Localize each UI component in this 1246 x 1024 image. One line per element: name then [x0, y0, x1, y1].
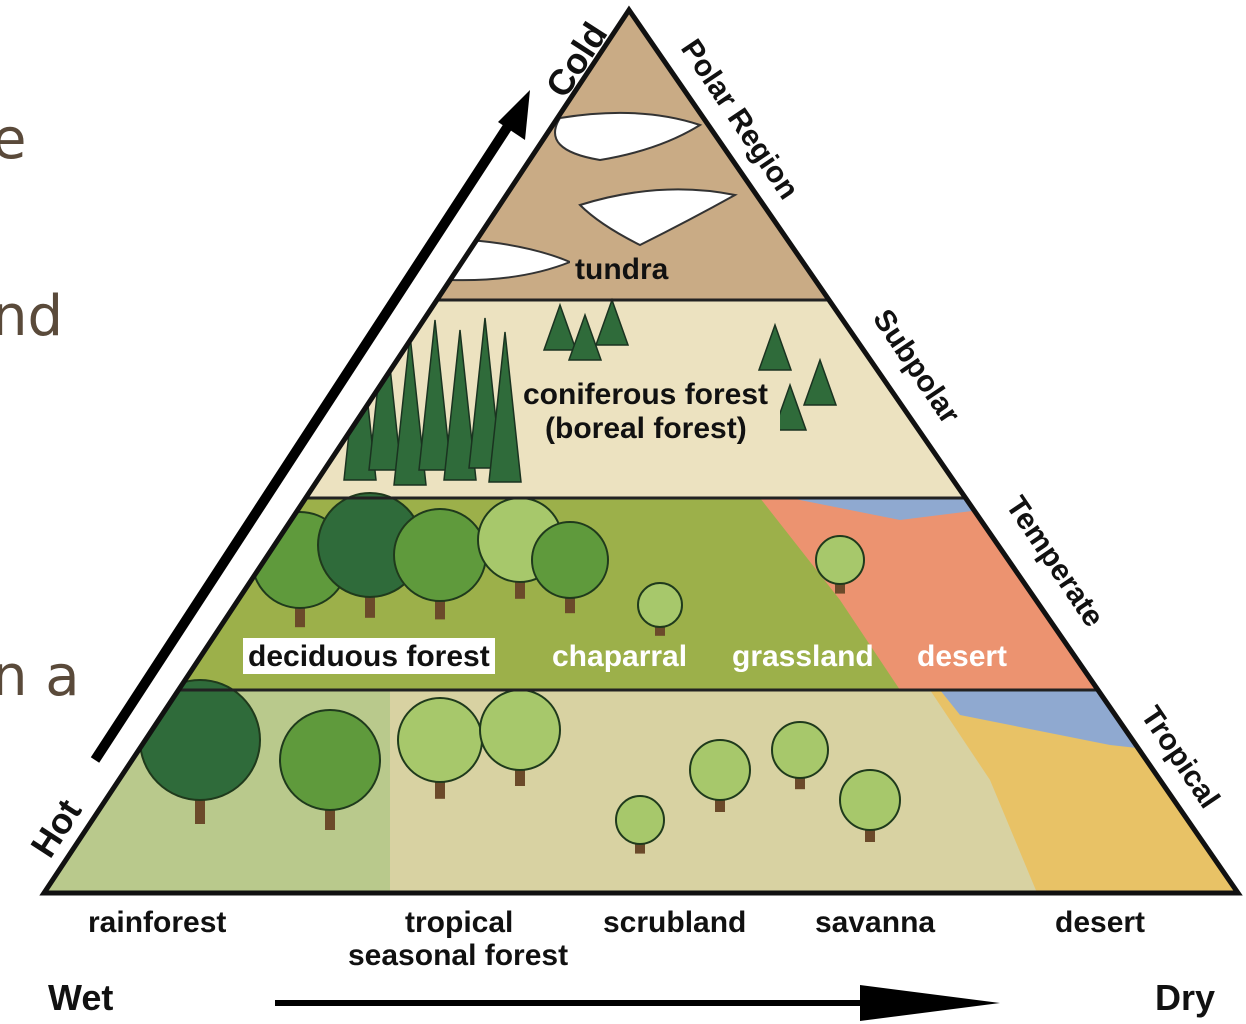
- tropical-seasonal-label-2: seasonal forest: [348, 939, 568, 972]
- pyramid-bands: [0, 0, 1246, 900]
- partial-text-1: e: [0, 107, 26, 172]
- tree-canopy: [690, 740, 750, 800]
- chaparral-label: chaparral: [552, 640, 687, 673]
- tree-canopy: [840, 770, 900, 830]
- savanna-label: savanna: [815, 906, 935, 939]
- tropical-seasonal-label-1: tropical: [405, 906, 513, 939]
- tree-canopy: [532, 522, 608, 598]
- tree-canopy: [140, 680, 260, 800]
- tree-canopy: [398, 698, 482, 782]
- tree-canopy: [772, 722, 828, 778]
- coniferous-label-1: coniferous forest: [523, 378, 768, 411]
- dry-label: Dry: [1155, 977, 1215, 1018]
- temperate-desert-label: desert: [917, 640, 1007, 673]
- scrubland-label: scrubland: [603, 906, 746, 939]
- tree-canopy: [638, 583, 682, 627]
- tree-canopy: [616, 796, 664, 844]
- desert-label: desert: [1055, 906, 1145, 939]
- partial-text-3: n a: [0, 644, 80, 709]
- tree-canopy: [816, 536, 864, 584]
- tree-canopy: [480, 690, 560, 770]
- partial-text-2: nd: [0, 284, 63, 349]
- moisture-arrow-head: [860, 985, 1000, 1021]
- wet-label: Wet: [48, 977, 113, 1018]
- grassland-label: grassland: [732, 640, 874, 673]
- tree-canopy: [394, 509, 486, 601]
- coniferous-label-2: (boreal forest): [545, 412, 747, 445]
- tundra-label: tundra: [575, 253, 669, 286]
- tree-canopy: [280, 710, 380, 810]
- deciduous-label: deciduous forest: [248, 640, 490, 673]
- rainforest-label: rainforest: [88, 906, 226, 939]
